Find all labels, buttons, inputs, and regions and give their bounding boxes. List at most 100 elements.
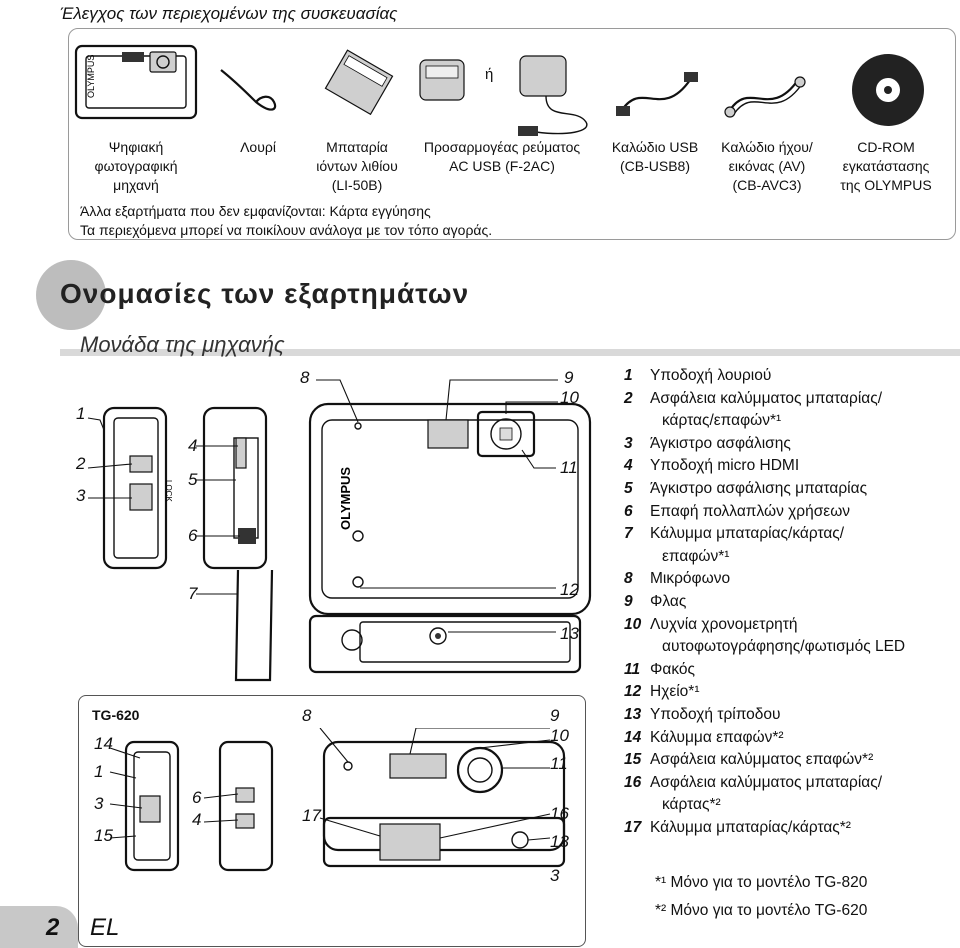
footnote-1: *¹ Μόνο για το μοντέλο TG-820: [655, 874, 868, 891]
legend-item-5: 5 Άγκιστρο ασφάλισης μπαταρίας: [624, 479, 867, 499]
legend-text: Ασφάλεια καλύμματος μπαταρίας/: [650, 773, 883, 791]
callout-12: 12: [560, 580, 579, 599]
legend-text-continued: κάρτας/επαφών*¹: [662, 412, 782, 430]
legend-item-13: 13 Υποδοχή τρίποδου: [624, 705, 781, 725]
legend-number: 11: [624, 660, 641, 678]
callout-3: 3: [76, 486, 86, 505]
battery-illustration: [324, 49, 394, 116]
callout-tg-3b: 3: [550, 866, 560, 885]
front-view-camera: [308, 402, 592, 616]
legend-text: Υποδοχή λουριού: [650, 367, 772, 384]
subsection-title: Μονάδα της μηχανής: [80, 332, 285, 357]
bottom-view-camera: [308, 614, 582, 674]
legend-text: Λυχνία χρονομετρητή: [650, 615, 798, 633]
legend-item-2: 2 Ασφάλεια καλύμματος μπαταρίας/: [624, 389, 882, 409]
legend-text: Υποδοχή τρίποδου: [650, 706, 781, 723]
page-number: 2: [46, 914, 60, 941]
legend-item-11: 11 Φακός: [624, 660, 695, 680]
callout-tg-6: 6: [192, 788, 202, 807]
footnote-2: *² Μόνο για το μοντέλο TG-620: [655, 902, 868, 919]
camera-illustration: OLYMPUS: [74, 44, 198, 120]
callout-6: 6: [188, 526, 198, 545]
callout-tg-1: 1: [94, 762, 104, 781]
legend-text: Επαφή πολλαπλών χρήσεων: [650, 502, 851, 520]
legend-number: 1: [624, 367, 633, 384]
page-tab: [0, 906, 78, 948]
callout-13: 13: [560, 624, 579, 643]
legend-text: Φακός: [650, 660, 695, 678]
cd-rom-illustration: [852, 54, 924, 126]
av-cable-illustration: [724, 76, 806, 118]
legend-text: Ασφάλεια καλύμματος επαφών*²: [650, 751, 874, 769]
svg-text:OLYMPUS: OLYMPUS: [86, 55, 96, 98]
legend-item-9: 9 Φλας: [624, 592, 686, 612]
item-label-strap: Λουρί: [240, 139, 276, 155]
legend-number: 8: [624, 570, 633, 588]
callout-tg-10: 10: [550, 726, 569, 745]
adapter-illustration-2: [518, 55, 588, 136]
legend-number: 4: [624, 457, 633, 475]
legend-item-8: 8 Μικρόφωνο: [624, 569, 730, 589]
legend-text: Άγκιστρο ασφάλισης μπαταρίας: [650, 480, 868, 497]
contents-note-accessories: Άλλα εξαρτήματα που δεν εμφανίζονται: Κά…: [80, 203, 431, 219]
legend-number: 15: [624, 751, 642, 769]
legend-text: Φλας: [650, 593, 687, 610]
callout-tg-8: 8: [302, 706, 312, 725]
callout-4: 4: [188, 436, 198, 455]
legend-item-1: 1 Υποδοχή λουριού: [624, 366, 771, 386]
or-label: ή: [485, 66, 494, 83]
legend-number: 9: [624, 593, 633, 610]
callout-11: 11: [560, 458, 578, 477]
callout-7: 7: [188, 584, 198, 603]
legend-item-12: 12 Ηχείο*¹: [624, 682, 700, 702]
callout-8: 8: [300, 368, 310, 387]
strap-illustration: [220, 69, 277, 111]
item-label-usb-cable: Καλώδιο USB(CB-USB8): [611, 139, 699, 174]
legend-number: 13: [624, 706, 642, 723]
legend-text: Ηχείο*¹: [650, 683, 700, 701]
side-view-camera-open: [202, 406, 268, 570]
legend-text: Άγκιστρο ασφάλισης: [650, 434, 791, 452]
side-view-camera-left: [102, 406, 168, 570]
legend-number: 16: [624, 773, 642, 791]
legend-number: 5: [624, 480, 633, 497]
legend-text-continued: επαφών*¹: [662, 547, 730, 565]
legend-number: 3: [624, 434, 633, 452]
legend-item-6: 6 Επαφή πολλαπλών χρήσεων: [624, 502, 850, 522]
lock-text: LOCK: [164, 480, 173, 502]
item-label-av-cable: Καλώδιο ήχου/εικόνας (AV)(CB-AVC3): [721, 139, 813, 193]
page-heading: Έλεγχος των περιεχομένων της συσκευασίας: [60, 4, 398, 23]
legend-number: 10: [624, 615, 642, 633]
legend-item-10: 10 Λυχνία χρονομετρητή: [624, 615, 798, 635]
subsection-rule: [60, 349, 960, 356]
brand-text: OLYMPUS: [338, 467, 353, 530]
legend-text: Κάλυμμα μπαταρίας/κάρτας/: [650, 525, 845, 543]
legend-item-3: 3 Άγκιστρο ασφάλισης: [624, 434, 791, 454]
legend-text: Μικρόφωνο: [650, 570, 731, 588]
legend-number: 14: [624, 728, 642, 746]
legend-number: 12: [624, 683, 642, 701]
camera-parts-diagram: LOCK OLYMPUS: [87, 379, 592, 682]
legend-item-16: 16 Ασφάλεια καλύμματος μπαταρίας/: [624, 773, 882, 793]
usb-cable-illustration: [616, 72, 698, 116]
legend-number: 6: [624, 502, 633, 520]
legend-text: Ασφάλεια καλύμματος μπαταρίας/: [650, 389, 883, 407]
callout-tg-17: 17: [302, 806, 321, 825]
callout-tg-15: 15: [94, 826, 113, 845]
tg620-diagram: [109, 728, 566, 872]
legend-item-15: 15 Ασφάλεια καλύμματος επαφών*²: [624, 750, 873, 770]
callout-tg-3: 3: [94, 794, 104, 813]
callout-tg-11: 11: [550, 754, 568, 773]
tg620-box: [78, 695, 586, 947]
callout-tg-4: 4: [192, 810, 202, 829]
legend-text-continued: αυτοφωτογράφησης/φωτισμός LED: [662, 638, 906, 656]
legend-number: 2: [624, 389, 633, 407]
page-language: EL: [90, 914, 120, 941]
legend-number: 17: [624, 819, 642, 836]
adapter-illustration-1: [419, 59, 465, 101]
